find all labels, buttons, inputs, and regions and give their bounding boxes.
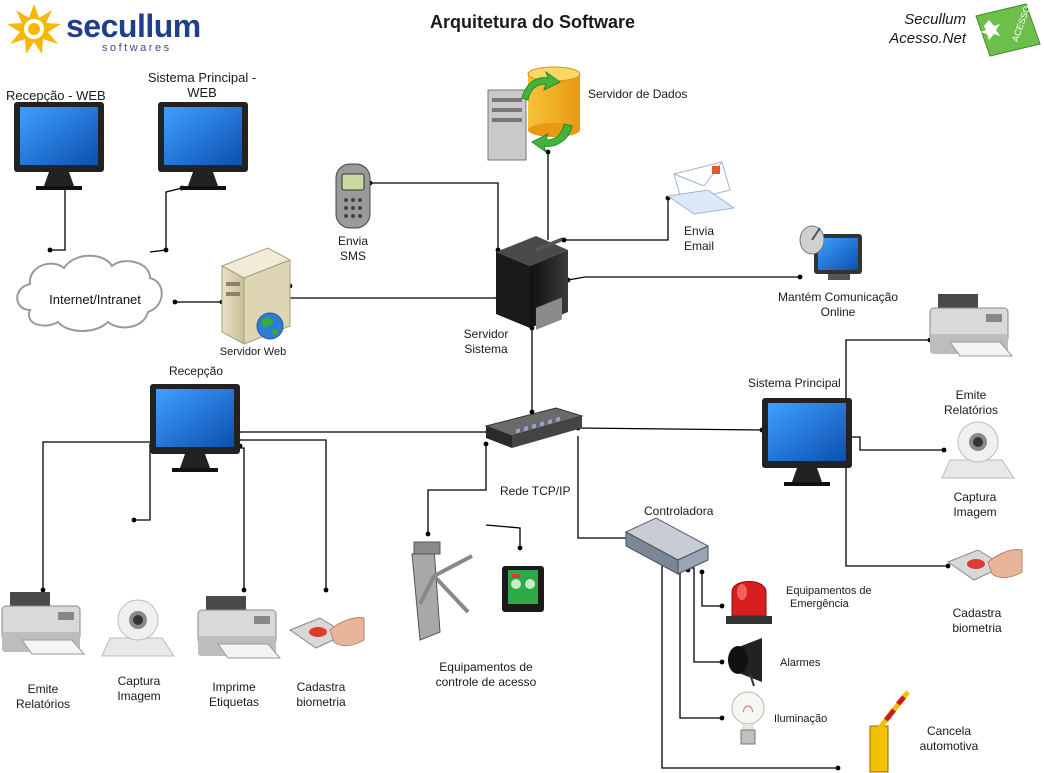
- servidor-sistema-label: Servidor Sistema: [456, 327, 516, 357]
- equipamentos-acesso-label: Equipamentos de controle de acesso: [424, 660, 548, 690]
- diagram-title: Arquitetura do Software: [430, 12, 636, 32]
- emite-relatorios-right-line2: Relatórios: [943, 403, 999, 417]
- alarmes-label: Alarmes: [780, 657, 821, 669]
- controladora-label: Controladora: [644, 504, 714, 518]
- access-terminal-icon: [502, 566, 544, 612]
- envia-sms-label-line2: SMS: [339, 249, 366, 263]
- sistema-principal-web-monitor-icon: [158, 102, 248, 190]
- sun-logo-icon: [7, 4, 61, 54]
- envia-email-label: Envia Email: [676, 224, 722, 254]
- recepcao-label: Recepção: [168, 364, 224, 378]
- captura-imagem-right-line1: Captura: [953, 490, 997, 504]
- mantem-comunicacao-label: Mantém Comunicação Online: [770, 290, 906, 320]
- printer-right-icon: [929, 293, 1013, 357]
- cadastra-biometria-left-line2: biometria: [296, 695, 346, 709]
- emite-relatorios-left-line1: Emite: [27, 682, 59, 696]
- imprime-etiquetas-line2: Etiquetas: [208, 695, 260, 709]
- equipamentos-emergencia-label: Equipamentos de Emergência: [786, 585, 872, 611]
- cancela-automotiva-line2: automotiva: [919, 739, 979, 753]
- captura-imagem-left-line2: Imagem: [117, 689, 161, 703]
- alarm-siren-icon: [728, 638, 762, 687]
- turnstile-icon: [411, 541, 473, 641]
- light-bulb-icon: [731, 691, 765, 745]
- servidor-dados-label: Servidor de Dados: [588, 87, 688, 101]
- cadastra-biometria-right-line2: biometria: [952, 621, 1002, 635]
- captura-imagem-right-label: Captura Imagem: [944, 490, 1006, 520]
- internet-label: Internet/Intranet: [49, 292, 141, 307]
- cadastra-biometria-right-label: Cadastra biometria: [944, 606, 1010, 636]
- data-server-icon: [487, 66, 581, 161]
- servidor-sistema-label-line1: Servidor: [463, 327, 509, 341]
- cadastra-biometria-right-line1: Cadastra: [952, 606, 1002, 620]
- captura-imagem-left-line1: Captura: [117, 674, 161, 688]
- brand-tagline: softwares: [102, 42, 172, 54]
- iluminacao-label: Iluminação: [774, 713, 828, 725]
- product-name-line2: Acesso.Net: [889, 30, 966, 47]
- sistema-principal-web-label: Sistema Principal - WEB: [140, 70, 264, 100]
- equipamentos-acesso-line2: controle de acesso: [435, 675, 537, 689]
- servidor-web-label: Servidor Web: [219, 346, 287, 358]
- recepcao-monitor-icon: [150, 384, 240, 472]
- envia-email-label-line2: Email: [683, 239, 714, 253]
- envia-sms-label-line1: Envia: [337, 234, 369, 248]
- cloud-icon: [16, 254, 163, 332]
- biometric-reader-right-icon: [947, 549, 1023, 581]
- controller-icon: [624, 517, 710, 575]
- label-printer-icon: [197, 595, 281, 659]
- sistema-principal-web-label-line2: WEB: [187, 85, 217, 100]
- mobile-phone-icon: [335, 163, 371, 229]
- web-server-icon: [220, 247, 292, 345]
- rede-label: Rede TCP/IP: [500, 484, 571, 498]
- cancela-automotiva-label: Cancela automotiva: [914, 724, 984, 754]
- email-envelope-icon: [666, 161, 736, 215]
- cadastra-biometria-left-line1: Cadastra: [296, 680, 346, 694]
- webcam-left-icon: [101, 599, 175, 657]
- system-server-tower-icon: [496, 236, 568, 330]
- emite-relatorios-left-label: Emite Relatórios: [10, 682, 76, 712]
- envia-sms-label: Envia SMS: [330, 234, 376, 264]
- brand-name: secullum: [66, 8, 201, 44]
- captura-imagem-right-line2: Imagem: [953, 505, 997, 519]
- captura-imagem-left-label: Captura Imagem: [108, 674, 170, 704]
- cancela-automotiva-line1: Cancela: [926, 724, 972, 738]
- sistema-principal-monitor-icon: [762, 398, 852, 486]
- online-communication-icon: [799, 225, 862, 280]
- product-name: Secullum Acesso.Net: [880, 10, 966, 48]
- imprime-etiquetas-line1: Imprime: [212, 680, 256, 694]
- sistema-principal-label: Sistema Principal: [748, 376, 841, 390]
- secullum-logo: secullum softwares: [6, 2, 226, 56]
- equipamentos-emergencia-line1: Equipamentos de: [786, 585, 872, 597]
- network-switch-icon: [484, 407, 584, 448]
- servidor-sistema-label-line2: Sistema: [464, 342, 508, 356]
- biometric-reader-left-icon: [289, 617, 365, 649]
- acesso-badge-icon: ACESSO: [975, 3, 1041, 57]
- recepcao-web-monitor-icon: [14, 102, 104, 190]
- recepcao-web-label: Recepção - WEB: [6, 88, 106, 103]
- cadastra-biometria-left-label: Cadastra biometria: [288, 680, 354, 710]
- emergency-light-icon: [726, 581, 772, 624]
- product-name-line1: Secullum: [904, 11, 966, 28]
- equipamentos-emergencia-line2: Emergência: [790, 598, 849, 610]
- emite-relatorios-right-label: Emite Relatórios: [938, 388, 1004, 418]
- car-barrier-icon: [869, 690, 910, 773]
- mantem-comunicacao-label-line2: Online: [820, 305, 856, 319]
- equipamentos-acesso-line1: Equipamentos de: [439, 660, 533, 674]
- envia-email-label-line1: Envia: [683, 224, 715, 238]
- webcam-right-icon: [941, 421, 1015, 479]
- imprime-etiquetas-label: Imprime Etiquetas: [202, 680, 266, 710]
- mantem-comunicacao-label-line1: Mantém Comunicação: [777, 290, 899, 304]
- emite-relatorios-left-line2: Relatórios: [15, 697, 71, 711]
- emite-relatorios-right-line1: Emite: [955, 388, 987, 402]
- sistema-principal-web-label-line1: Sistema Principal -: [147, 70, 257, 85]
- printer-left-icon: [1, 591, 85, 655]
